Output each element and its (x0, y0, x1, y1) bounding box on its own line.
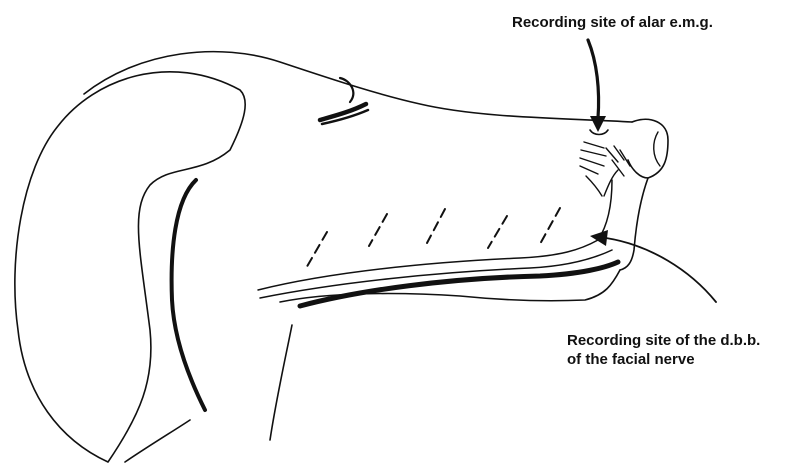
head-top-contour (84, 52, 632, 122)
nostril (654, 132, 660, 166)
whisker-mark-3 (427, 209, 445, 243)
dbb-site-label: Recording site of the d.b.b. of the faci… (567, 331, 760, 369)
alar-pointer-arrow (588, 40, 599, 118)
nerve-branch-left (586, 176, 602, 196)
whisker-mark-4 (488, 216, 507, 248)
whisker-mark-5 (540, 208, 560, 244)
neck-contour (125, 420, 190, 462)
alar-pointer-arrowhead (590, 116, 606, 132)
muzzle-front (620, 178, 648, 270)
dbb-site-label-line2: of the facial nerve (567, 350, 760, 369)
whisker-mark-2 (369, 214, 387, 246)
throat-contour (270, 325, 292, 440)
ear-inner-contour (172, 180, 205, 410)
ear-outline (15, 72, 245, 462)
whisker-mark-1 (305, 232, 327, 270)
alar-recording-marker (590, 130, 608, 135)
nose-outline (628, 119, 668, 178)
alar-muscle-hatching (580, 142, 630, 176)
dbb-site-label-line1: Recording site of the d.b.b. (567, 331, 760, 350)
alar-emg-site-label: Recording site of alar e.m.g. (512, 13, 713, 32)
